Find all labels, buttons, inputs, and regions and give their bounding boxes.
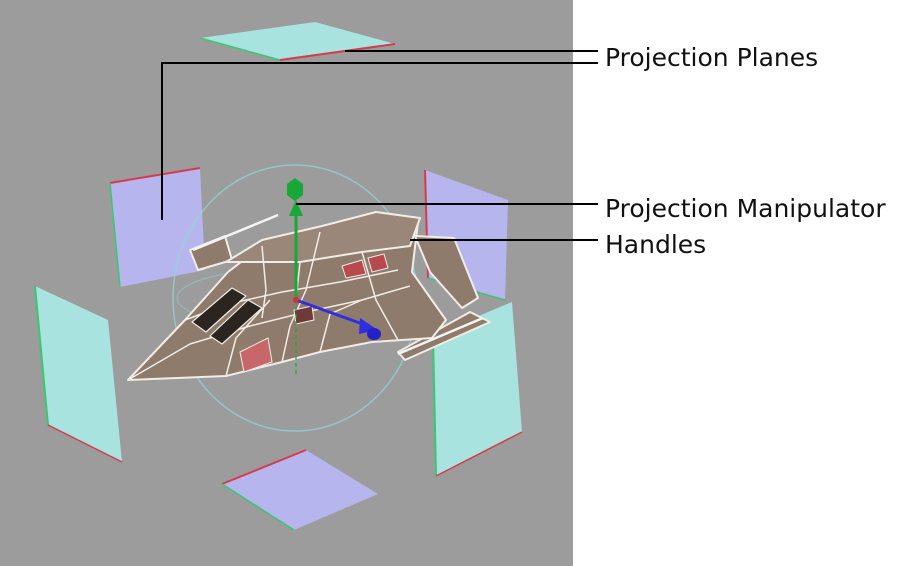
- handle-center: [293, 297, 299, 303]
- handle-scale-bar-left: [192, 213, 279, 252]
- handle-y-cube: [287, 178, 303, 201]
- handle-y-arrow: [289, 200, 303, 216]
- projection-manipulator-handles: [192, 178, 484, 375]
- projection-plane-left-back: [109, 167, 205, 288]
- spaceship-model: [127, 211, 491, 381]
- callout-projection-manipulator: Projection Manipulator: [605, 194, 886, 223]
- projection-plane-left-front: [34, 285, 123, 463]
- callout-projection-planes: Projection Planes: [605, 43, 819, 72]
- callout-line-projection-planes-left: [161, 62, 598, 220]
- handle-x-axis: [295, 298, 369, 328]
- projection-plane-bottom: [221, 449, 378, 531]
- callout-lines: [161, 50, 598, 241]
- handle-scale-bar-right: [397, 316, 484, 356]
- projection-plane-right-front: [432, 302, 523, 477]
- callout-handles: Handles: [605, 230, 707, 259]
- handle-x-knob: [367, 328, 381, 340]
